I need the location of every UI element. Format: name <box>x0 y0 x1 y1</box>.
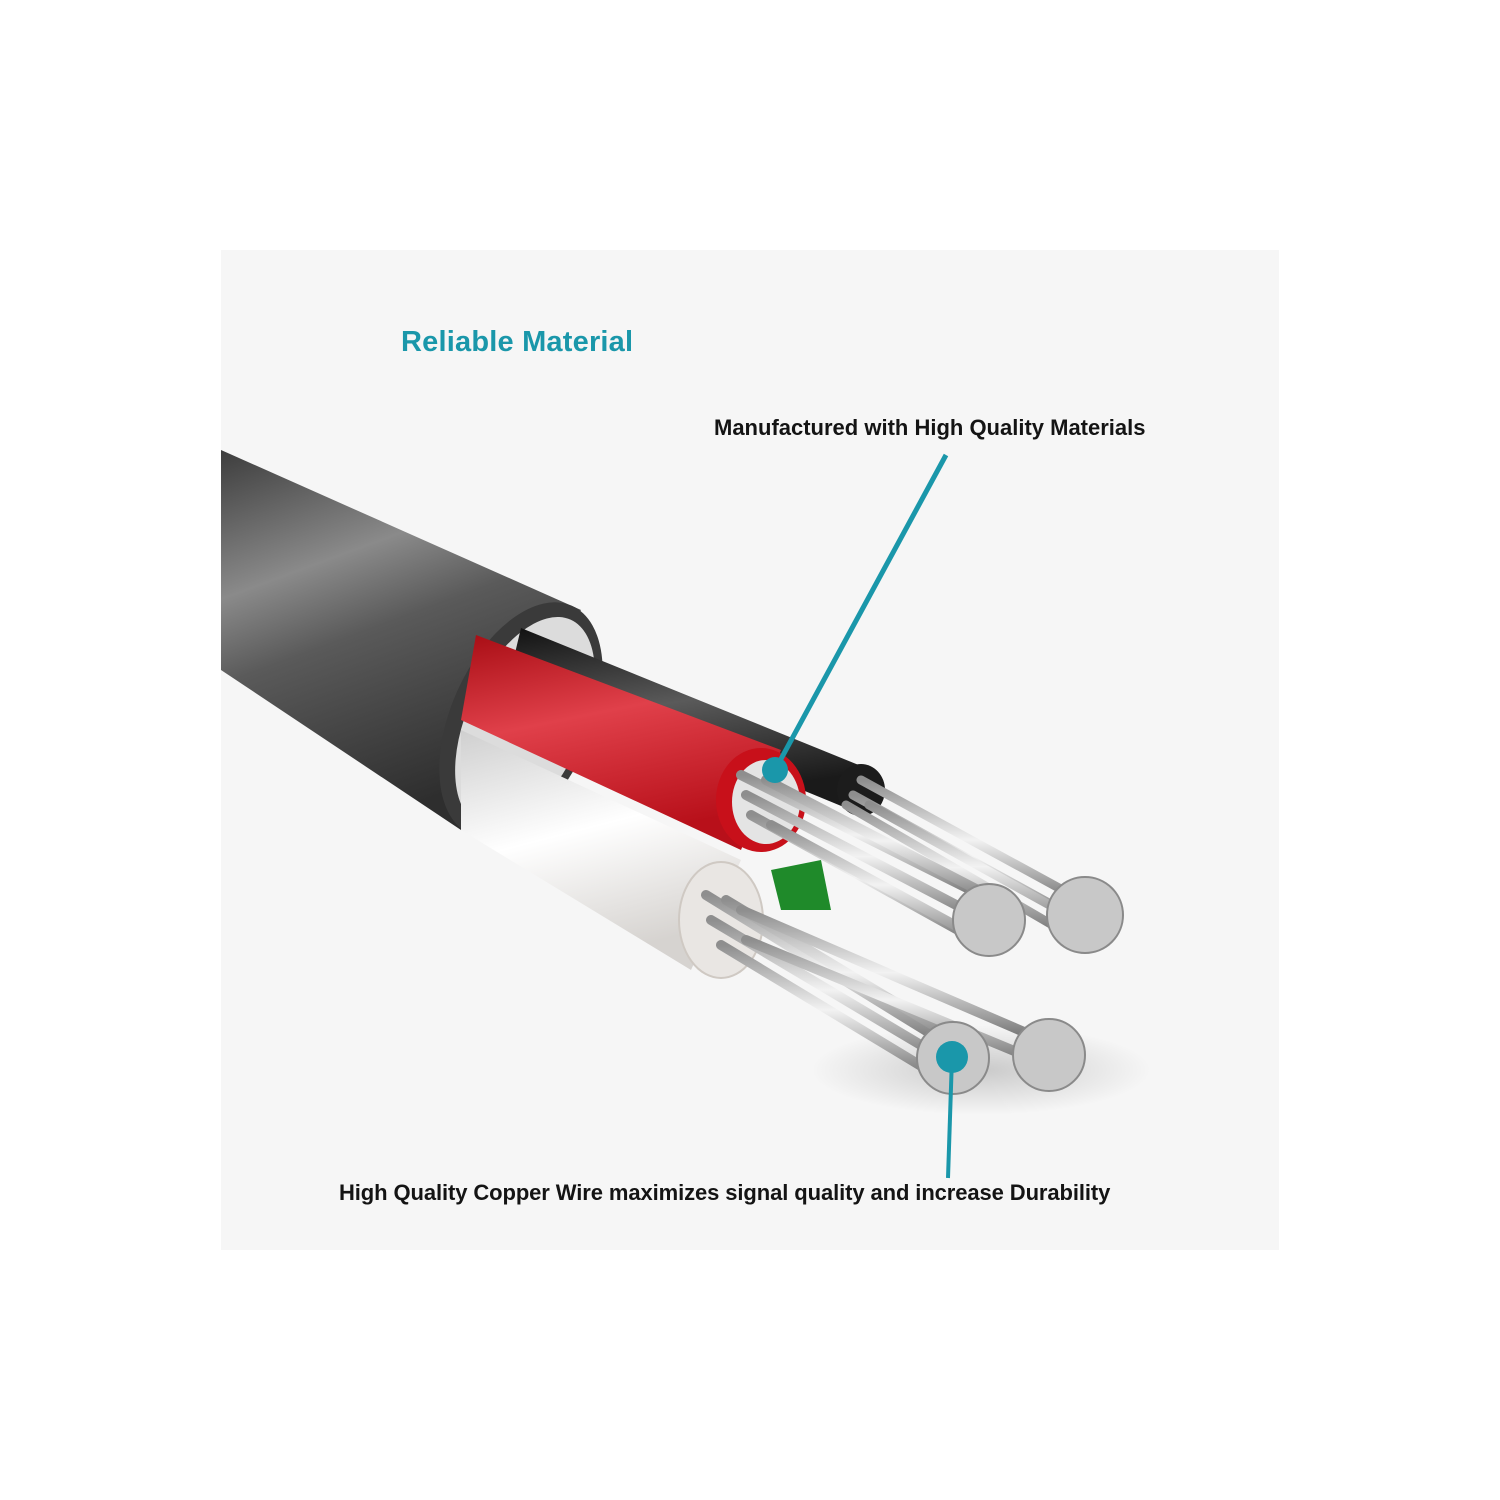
product-feature-panel: Reliable Material Manufactured with High… <box>221 250 1279 1250</box>
white-conductor <box>461 730 1086 1095</box>
cable-illustration <box>221 450 1151 1179</box>
green-conductor <box>771 860 831 910</box>
callout-label-materials: Manufactured with High Quality Materials <box>714 415 1146 440</box>
callout-label-copper-wire: High Quality Copper Wire maximizes signa… <box>339 1180 1111 1205</box>
section-title: Reliable Material <box>401 326 634 358</box>
callout-dot-top <box>762 757 788 783</box>
leader-line-bottom <box>946 1056 954 1179</box>
leader-line-top <box>772 453 949 772</box>
callout-dot-bottom <box>936 1041 968 1073</box>
